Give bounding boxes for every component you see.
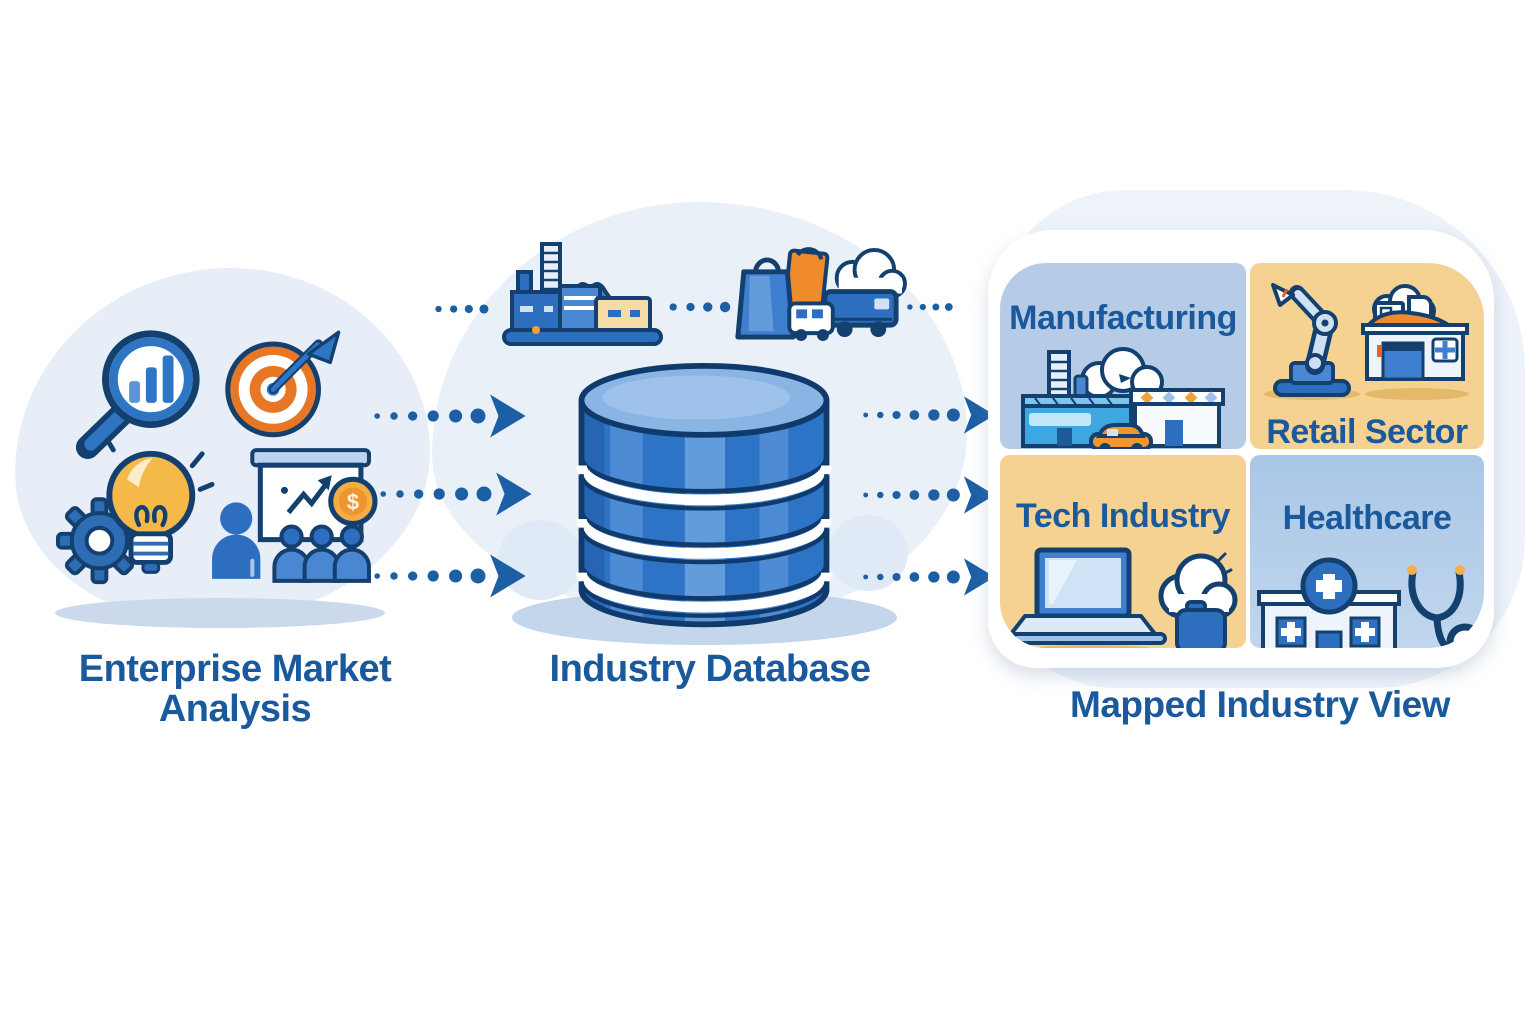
- cell-title-manufacturing: Manufacturing: [1009, 299, 1237, 337]
- arrow-db-to-mapped-3: [863, 558, 995, 596]
- analysis-ground-shadow: [55, 598, 385, 628]
- robot-arm-storefront-icon: [1264, 283, 1469, 400]
- cell-manufacturing: Manufacturing: [1000, 263, 1246, 449]
- target-dart-icon: [225, 330, 341, 438]
- arrow-analysis-to-db-3: [374, 554, 526, 598]
- dotted-connector: [435, 304, 489, 314]
- gear-lightbulb-icon: [56, 437, 215, 585]
- laptop-cloud-icon: [1009, 547, 1238, 648]
- arrow-analysis-to-db-1: [374, 394, 526, 438]
- dollar-symbol: $: [347, 489, 359, 514]
- mapped-section-label: Mapped Industry View: [1070, 684, 1450, 725]
- factory-icon: [502, 242, 663, 346]
- arrow-analysis-to-db-2: [380, 472, 532, 516]
- magnifier-chart-icon: [75, 330, 200, 460]
- dotted-connector: [907, 303, 953, 311]
- cell-title-retail: Retail Sector: [1266, 413, 1468, 449]
- cloud-puff: [498, 520, 583, 600]
- cell-healthcare: Healthcare: [1250, 455, 1484, 648]
- dotted-connector: [669, 301, 731, 313]
- manufacturing-plant-icon: [1021, 347, 1225, 449]
- database-icon: [576, 363, 832, 628]
- analysis-section-label: Enterprise Market Analysis: [78, 648, 392, 730]
- hospital-stethoscope-icon: [1256, 557, 1483, 648]
- cell-retail-sector: Retail Sector: [1250, 263, 1484, 449]
- database-section-label: Industry Database: [549, 648, 871, 690]
- arrow-db-to-mapped-1: [863, 396, 995, 434]
- arrow-db-to-mapped-2: [863, 476, 995, 514]
- presentation-audience-icon: $: [212, 448, 378, 583]
- cell-title-tech: Tech Industry: [1016, 497, 1230, 535]
- mapped-industry-card: Manufacturing: [988, 230, 1494, 668]
- cell-title-healthcare: Healthcare: [1282, 499, 1452, 537]
- cell-tech-industry: Tech Industry: [1000, 455, 1246, 648]
- retail-transport-icon: [735, 247, 907, 342]
